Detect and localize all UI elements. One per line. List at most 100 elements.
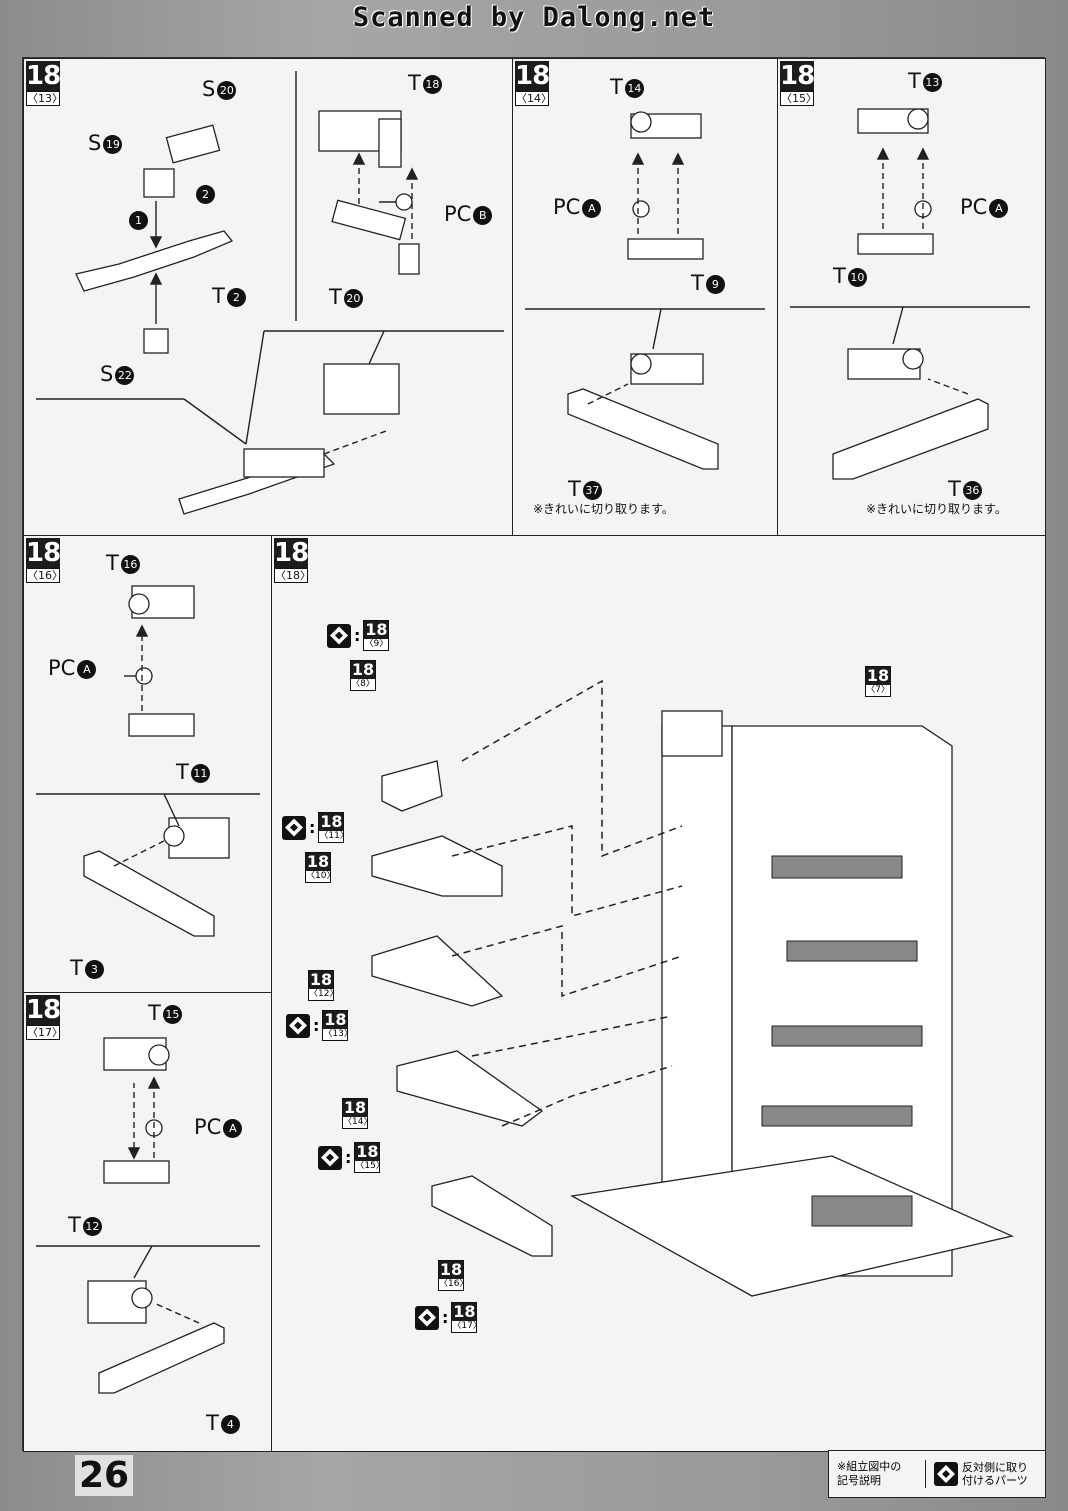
step-number: 18 [26,538,61,568]
part-letter: T [833,264,846,288]
legend-item-line: 付けるパーツ [962,1474,1028,1487]
part-number-circle: 18 [422,75,442,94]
colon: : [309,818,316,837]
part-number-circle: 13 [922,73,942,92]
part-number-circle: A [989,199,1009,218]
ref-step-11-mirror: : 18〈11〉 [282,812,349,843]
step-13-diagram [36,71,504,515]
part-number-circle: 11 [190,764,210,783]
ref-step-8: 18〈8〉 [350,660,376,691]
ref-substep: 〈12〉 [309,989,339,999]
step-18-assembly-diagram [371,679,1015,1297]
step-18-panel: 18 〈18〉 [271,535,1046,1452]
order-marker-1: 1 [127,207,148,231]
step-number: 18 [780,61,815,91]
part-number-circle: 2 [226,288,246,307]
mirror-side-icon [286,1013,310,1038]
ref-step-number: 18 [323,1010,348,1029]
part-number-circle: 19 [103,135,123,154]
ref-step-badge: 18〈12〉 [308,970,339,1001]
step-15-diagram [790,108,1030,480]
ref-step-number: 18 [351,660,375,679]
ref-step-9-mirror: : 18〈9〉 [327,620,390,651]
part-letter: PC [48,656,76,680]
ref-substep: 〈16〉 [439,1279,469,1289]
part-number-circle: 15 [162,1005,182,1024]
legend-title-line: ※組立図中の [837,1460,902,1473]
part-number-circle: 22 [115,366,135,385]
part-letter: T [908,69,921,93]
part-number-circle: 20 [217,81,237,100]
ref-step-badge: 18〈15〉 [354,1142,385,1173]
legend-title: ※組立図中の 記号説明 [829,1460,926,1488]
part-letter: T [176,760,189,784]
legend-item-mirror-side: 反対側に取り 付けるパーツ [926,1461,1028,1487]
part-number-circle: 10 [847,268,867,287]
step-badge: 18 〈17〉 [26,995,63,1040]
ref-substep: 〈8〉 [351,679,375,689]
ref-step-number: 18 [343,1098,367,1117]
step-substep: 〈13〉 [26,91,63,106]
part-letter: T [329,285,342,309]
ref-step-number: 18 [319,812,344,831]
symbol-legend: ※組立図中の 記号説明 反対側に取り 付けるパーツ [828,1450,1046,1498]
mirror-side-icon [318,1145,342,1170]
step-17-diagram [36,1037,260,1394]
colon: : [313,1016,320,1035]
step-16-diagram [36,585,260,937]
ref-substep: 〈15〉 [355,1161,385,1171]
step-substep: 〈17〉 [26,1025,63,1040]
cut-cleanly-note: ※きれいに切り取ります。 [533,502,674,516]
step-substep: 〈18〉 [274,568,311,583]
part-letter: PC [553,195,581,219]
ref-step-badge: 18〈17〉 [451,1302,482,1333]
ref-step-13-mirror: : 18〈13〉 [286,1010,353,1041]
page-number: 26 [75,1455,134,1496]
part-letter: S [100,362,114,386]
part-number-circle: A [77,660,97,679]
step-substep: 〈15〉 [780,91,817,106]
mirror-side-icon [934,1462,958,1486]
order-number: 2 [196,185,215,204]
step-badge: 18 〈18〉 [274,538,311,583]
step-badge: 18 〈15〉 [780,61,817,106]
part-letter: T [948,477,961,501]
ref-step-badge: 18〈13〉 [322,1010,353,1041]
part-letter: T [610,75,623,99]
ref-step-16: 18〈16〉 [438,1260,469,1291]
part-number-circle: 37 [582,481,602,500]
ref-step-14: 18〈14〉 [342,1098,372,1129]
legend-item-line: 反対側に取り [962,1461,1028,1474]
part-number-circle: A [582,199,602,218]
part-number-circle: 12 [82,1217,102,1236]
colon: : [345,1148,352,1167]
part-letter: PC [444,202,472,226]
ref-step-badge: 18〈7〉 [865,666,891,697]
ref-substep: 〈17〉 [452,1321,482,1331]
instruction-sheet: 18 〈13〉 [22,57,1046,1452]
part-number-circle: 36 [962,481,982,500]
colon: : [354,626,361,645]
ref-step-badge: 18〈10〉 [305,852,335,883]
ref-step-badge: 18〈16〉 [438,1260,469,1291]
step-substep: 〈16〉 [26,568,63,583]
